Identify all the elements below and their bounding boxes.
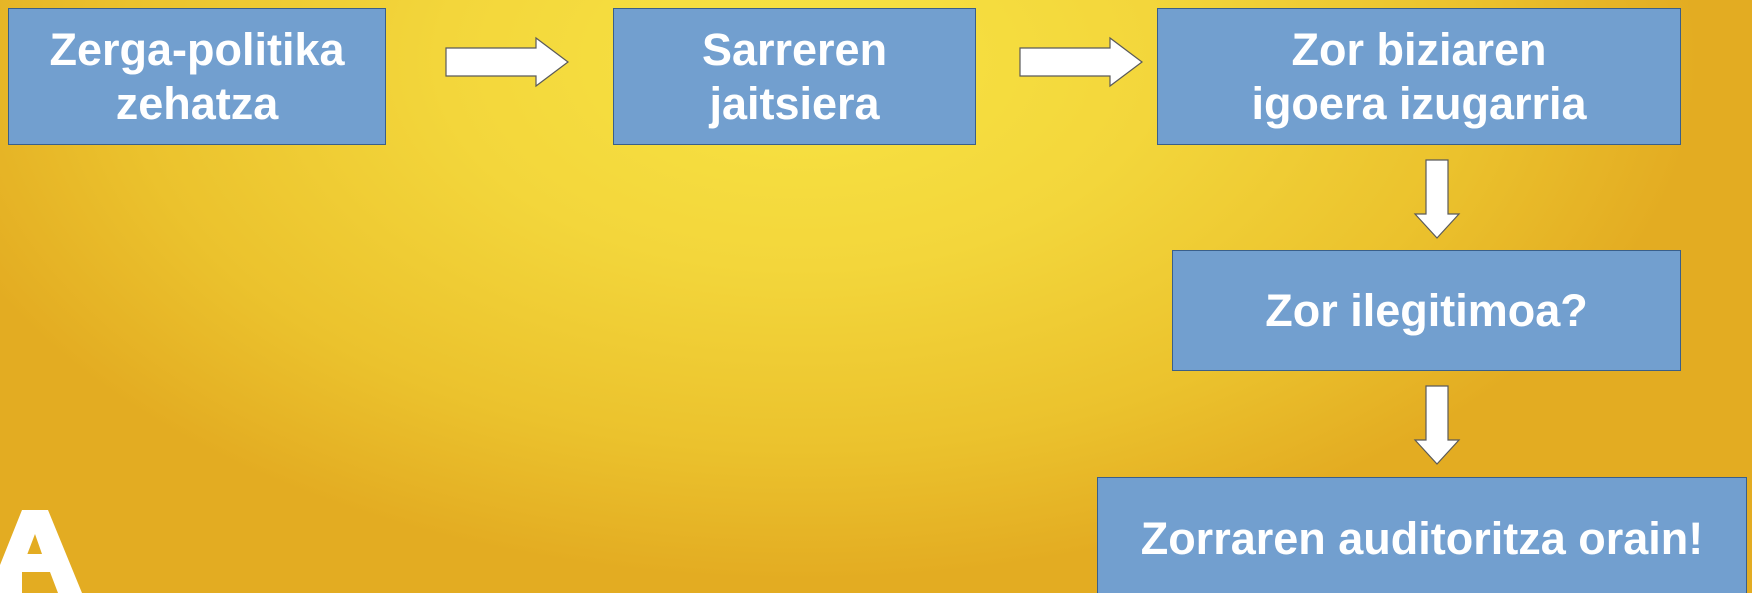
logo-mark bbox=[0, 510, 82, 593]
flow-node-zor-biziaren-igoera: Zor biziaren igoera izugarria bbox=[1157, 8, 1681, 145]
flow-node-zorraren-auditoritza: Zorraren auditoritza orain! bbox=[1097, 477, 1747, 593]
flow-arrow-right-1 bbox=[445, 36, 569, 88]
flow-node-zor-ilegitimoa: Zor ilegitimoa? bbox=[1172, 250, 1681, 371]
flow-node-sarreren-jaitsiera: Sarreren jaitsiera bbox=[613, 8, 976, 145]
flow-arrow-right-2 bbox=[1019, 36, 1143, 88]
flow-arrow-down-1 bbox=[1413, 159, 1461, 239]
flow-node-zerga-politika: Zerga-politika zehatza bbox=[8, 8, 386, 145]
flow-arrow-down-2 bbox=[1413, 385, 1461, 465]
